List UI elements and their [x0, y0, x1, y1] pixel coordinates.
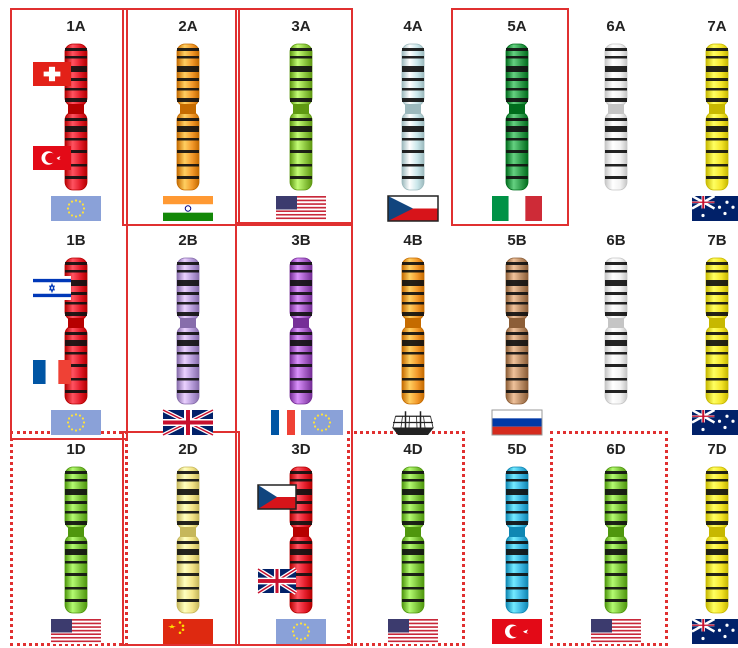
uk-flag-icon — [258, 569, 296, 593]
cell-2b — [163, 258, 213, 435]
cell-4d — [388, 467, 438, 644]
cell-5d — [492, 467, 542, 644]
cell-label-7d: 7D — [687, 441, 738, 458]
cell-label-4a: 4A — [383, 18, 443, 35]
chromosome-2b — [177, 258, 199, 404]
chromosome-4b — [402, 258, 424, 404]
australia-flag-icon — [692, 619, 738, 644]
cell-label-1b: 1B — [46, 232, 106, 249]
eu-flag-icon — [301, 410, 343, 435]
cell-5b — [492, 258, 542, 435]
cell-label-1d: 1D — [46, 441, 106, 458]
israel-flag-icon — [33, 276, 71, 300]
cell-label-2d: 2D — [158, 441, 218, 458]
chromosome-5b — [506, 258, 528, 404]
italy-flag-icon — [492, 196, 542, 221]
cell-label-3b: 3B — [271, 232, 331, 249]
cell-label-2b: 2B — [158, 232, 218, 249]
usa-flag-icon — [51, 619, 101, 644]
czech-flag-icon — [388, 196, 438, 221]
cell-2a — [163, 44, 213, 221]
cell-label-1a: 1A — [46, 18, 106, 35]
eu-flag-icon — [51, 410, 101, 435]
usa-flag-icon — [591, 619, 641, 644]
chromosome-3b — [290, 258, 312, 404]
chromosome-7d — [706, 467, 728, 613]
cell-label-6b: 6B — [586, 232, 646, 249]
cell-5a — [492, 44, 542, 221]
czech-flag-icon — [258, 485, 296, 509]
switzerland-flag-icon — [33, 62, 71, 86]
chromosome-6b — [605, 258, 627, 404]
cell-6a — [605, 44, 627, 190]
cell-label-4b: 4B — [383, 232, 443, 249]
france-flag-icon — [33, 360, 71, 384]
chromosome-7a — [706, 44, 728, 190]
uk-flag-icon — [163, 410, 213, 435]
chromosome-6d — [605, 467, 627, 613]
chromosome-4d — [402, 467, 424, 613]
chromosome-1d — [65, 467, 87, 613]
turkey-flag-icon — [492, 619, 542, 644]
cell-1d — [51, 467, 101, 644]
cell-label-5a: 5A — [487, 18, 547, 35]
cell-1b — [33, 258, 101, 435]
cell-7b — [692, 258, 738, 435]
cell-3b — [271, 258, 343, 435]
cell-label-4d: 4D — [383, 441, 443, 458]
chromosome-4a — [402, 44, 424, 190]
cell-label-2a: 2A — [158, 18, 218, 35]
eu-flag-icon — [51, 196, 101, 221]
cell-label-7b: 7B — [687, 232, 738, 249]
chromosome-2a — [177, 44, 199, 190]
eu-flag-icon — [276, 619, 326, 644]
china-flag-icon — [163, 619, 213, 644]
chromosome-2d — [177, 467, 199, 613]
ship-flag-icon — [392, 411, 434, 435]
cell-6b — [605, 258, 627, 404]
cell-4a — [388, 44, 438, 221]
australia-flag-icon — [692, 196, 738, 221]
cell-label-5d: 5D — [487, 441, 547, 458]
cell-6d — [591, 467, 641, 644]
cell-4b — [392, 258, 434, 435]
cell-1a — [33, 44, 101, 221]
cell-3a — [276, 44, 326, 221]
chromosome-5d — [506, 467, 528, 613]
australia-flag-icon — [692, 410, 738, 435]
cell-7d — [692, 467, 738, 644]
usa-flag-icon — [276, 196, 326, 221]
cell-7a — [692, 44, 738, 221]
france-flag-icon — [271, 410, 295, 435]
cell-label-6d: 6D — [586, 441, 646, 458]
cell-3d — [258, 467, 326, 644]
chromosome-5a — [506, 44, 528, 190]
cell-label-7a: 7A — [687, 18, 738, 35]
turkey-flag-icon — [33, 146, 71, 170]
usa-flag-icon — [388, 619, 438, 644]
cell-label-6a: 6A — [586, 18, 646, 35]
cell-2d — [163, 467, 213, 644]
cell-label-3d: 3D — [271, 441, 331, 458]
chromosome-3a — [290, 44, 312, 190]
chromosome-7b — [706, 258, 728, 404]
cell-label-5b: 5B — [487, 232, 547, 249]
russia-flag-icon — [492, 410, 542, 435]
chromosome-6a — [605, 44, 627, 190]
india-flag-icon — [163, 196, 213, 221]
cell-label-3a: 3A — [271, 18, 331, 35]
